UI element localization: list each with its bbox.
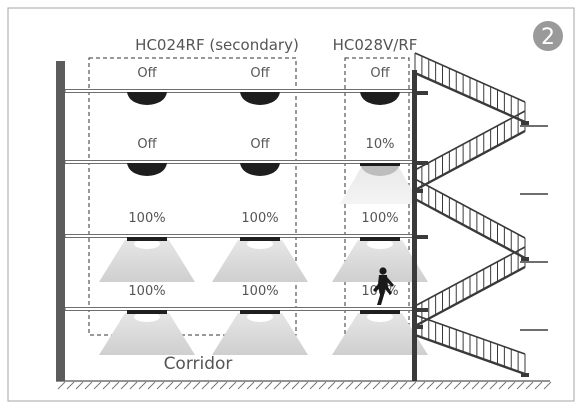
light-level-label: 100% xyxy=(361,211,398,226)
secondary-group-outline xyxy=(88,57,297,336)
fixture-glow xyxy=(367,239,393,249)
light-fixture xyxy=(127,310,167,314)
light-level-label: Off xyxy=(137,137,157,152)
light-fixture xyxy=(360,163,400,176)
light-beam xyxy=(212,313,308,355)
fixture-glow xyxy=(134,239,160,249)
step-number: 2 xyxy=(541,25,555,50)
light-level-label: 100% xyxy=(128,284,165,299)
fixture-glow xyxy=(247,239,273,249)
light-level-label: 10% xyxy=(366,137,395,152)
light-level-label: Off xyxy=(370,66,390,81)
light-beam xyxy=(332,240,428,282)
light-fixture xyxy=(127,92,167,105)
light-beam-dim xyxy=(340,166,420,204)
level-labels: OffOffOffOffOff10%100%100%100%100%100%10… xyxy=(128,66,398,299)
light-fixture xyxy=(360,237,400,241)
corridor-label: Corridor xyxy=(164,354,233,374)
light-fixture xyxy=(360,92,400,105)
light-beams xyxy=(99,166,428,355)
light-fixture xyxy=(127,237,167,241)
fixture-glow xyxy=(367,312,393,322)
light-fixture xyxy=(127,163,167,176)
light-level-label: Off xyxy=(250,66,270,81)
staircase xyxy=(412,52,548,381)
step-badge xyxy=(533,21,563,51)
light-level-label: 100% xyxy=(128,211,165,226)
light-fixture xyxy=(240,237,280,241)
light-beam xyxy=(332,313,428,355)
fixture-glow xyxy=(134,312,160,322)
group-label-primary: HC028V/RF xyxy=(333,36,418,54)
ground xyxy=(56,380,552,390)
light-level-label: Off xyxy=(250,137,270,152)
light-beam xyxy=(99,240,195,282)
light-fixture xyxy=(240,310,280,314)
building-wall xyxy=(56,61,65,381)
light-level-label: Off xyxy=(137,66,157,81)
light-fixture xyxy=(360,310,400,314)
fixture-glow xyxy=(247,312,273,322)
light-fixtures xyxy=(127,92,400,314)
walking-person-icon xyxy=(373,267,394,305)
light-level-label: 100% xyxy=(241,284,278,299)
light-fixture xyxy=(240,92,280,105)
light-fixture xyxy=(240,163,280,176)
light-beam xyxy=(212,240,308,282)
light-level-label: 100% xyxy=(241,211,278,226)
light-beam xyxy=(99,313,195,355)
group-label-secondary: HC024RF (secondary) xyxy=(135,36,299,54)
